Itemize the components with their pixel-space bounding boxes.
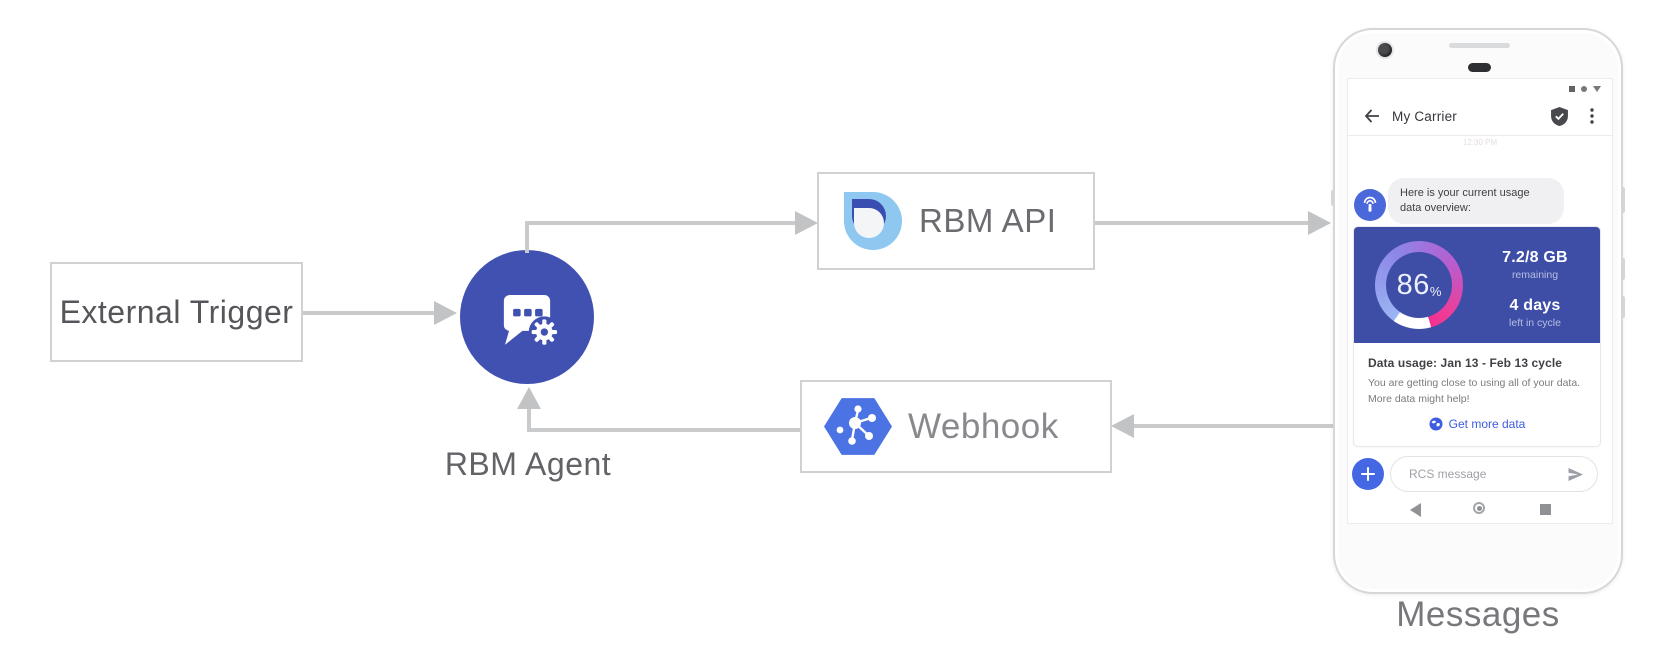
send-icon[interactable]: [1567, 467, 1584, 482]
status-square-icon: [1569, 86, 1575, 92]
nav-recents-icon[interactable]: [1540, 504, 1551, 515]
conversation-title: My Carrier: [1392, 108, 1457, 124]
arrow-api-to-phone-head: [1308, 211, 1331, 235]
get-more-data-label: Get more data: [1448, 416, 1526, 431]
arrow-agent-to-api-line: [525, 221, 796, 225]
attach-button[interactable]: [1352, 458, 1384, 490]
usage-body: You are getting close to using all of yo…: [1368, 377, 1581, 405]
nav-back-icon[interactable]: [1410, 503, 1422, 517]
status-triangle-icon: [1593, 86, 1601, 92]
usage-rich-card: 86 % 7.2/8 GB remaining 4 days left in c…: [1354, 227, 1600, 446]
external-trigger-label: External Trigger: [59, 293, 294, 330]
conversation-header: My Carrier: [1348, 97, 1612, 135]
usage-gauge-panel: 86 % 7.2/8 GB remaining 4 days left in c…: [1354, 227, 1600, 343]
rbm-api-box: RBM API: [817, 172, 1095, 270]
back-arrow-icon[interactable]: [1364, 109, 1380, 123]
arrow-api-to-phone-line: [1095, 221, 1310, 225]
rcs-message-input[interactable]: [1407, 466, 1567, 482]
arrow-agent-to-api-vertical: [525, 221, 529, 253]
arrow-phone-to-webhook-line: [1133, 424, 1333, 428]
status-dot-icon: [1581, 86, 1587, 92]
arrow-trigger-to-agent-line: [303, 311, 435, 315]
remaining-value: 7.2/8 GB: [1502, 249, 1568, 266]
compose-bar: [1390, 456, 1598, 492]
rbm-agent-node: [460, 250, 594, 384]
device-caption: Messages: [1396, 595, 1560, 634]
front-camera: [1378, 43, 1392, 57]
arrow-agent-to-api-head: [795, 211, 818, 235]
earpiece: [1468, 63, 1491, 72]
phone-sim-tray: [1331, 190, 1335, 206]
arrow-webhook-to-agent-line: [527, 428, 800, 432]
cycle-days-label: left in cycle: [1509, 317, 1561, 329]
overflow-menu-icon[interactable]: [1590, 108, 1594, 124]
remaining-label: remaining: [1511, 269, 1559, 281]
webhook-label: Webhook: [908, 406, 1059, 446]
external-trigger-box: External Trigger: [50, 262, 303, 362]
header-divider: [1348, 135, 1612, 136]
android-nav-bar: [1348, 499, 1612, 523]
verified-badge-icon: [1551, 106, 1568, 126]
usage-percent-unit: %: [1429, 283, 1442, 299]
cycle-days-value: 4 days: [1509, 297, 1561, 314]
chat-gear-icon: [503, 295, 560, 348]
get-more-data-action[interactable]: Get more data: [1368, 417, 1586, 431]
rbm-api-label: RBM API: [919, 202, 1057, 239]
webhook-hexagon-icon: [824, 398, 892, 455]
arrow-webhook-to-agent-head: [517, 387, 541, 409]
arrow-webhook-to-agent-vertical: [527, 408, 531, 432]
webhook-box: Webhook: [800, 380, 1112, 473]
incoming-message-bubble: Here is your current usage data overview…: [1388, 178, 1564, 224]
rbm-agent-label: RBM Agent: [444, 446, 612, 482]
usage-percent-value: 86: [1396, 268, 1430, 301]
phone-volume-up-button: [1621, 258, 1625, 280]
phone-mockup: My Carrier 12:30 PM: [1331, 28, 1625, 594]
antenna-icon: [1363, 196, 1377, 212]
status-bar: [1569, 86, 1601, 92]
rbm-api-logo-icon: [843, 191, 903, 251]
speaker-slot: [1449, 43, 1510, 48]
phone-volume-down-button: [1621, 296, 1625, 318]
phone-screen: My Carrier 12:30 PM: [1348, 79, 1612, 523]
globe-icon: [1429, 417, 1443, 430]
usage-gauge-ring: 86 %: [1375, 241, 1463, 329]
phone-power-button: [1621, 187, 1625, 213]
nav-home-icon[interactable]: [1473, 502, 1485, 514]
agent-avatar: [1354, 189, 1386, 221]
timestamp: 12:30 PM: [1462, 138, 1498, 147]
usage-title: Data usage: Jan 13 - Feb 13 cycle: [1368, 356, 1563, 370]
arrow-trigger-to-agent-head: [434, 301, 457, 325]
arrow-phone-to-webhook-head: [1111, 414, 1134, 438]
usage-text-panel: Data usage: Jan 13 - Feb 13 cycle You ar…: [1354, 343, 1600, 431]
